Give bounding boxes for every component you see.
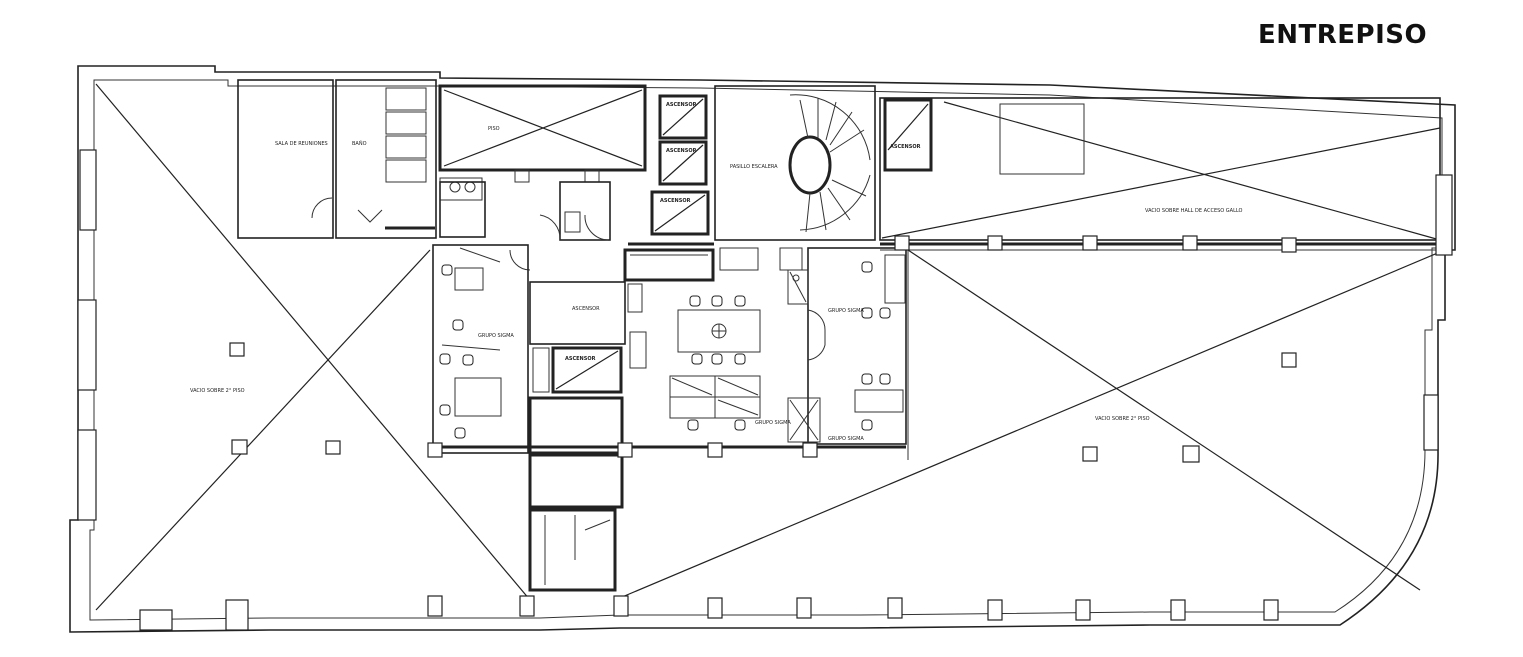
columns: [77, 149, 1453, 631]
meeting-room-label: SALA DE REUNIONES: [275, 141, 328, 147]
office-right: GRUPO SIGMA GRUPO SIGMA GRUPO SIGMA: [755, 247, 907, 445]
office-center-label: GRUPO SIGMA: [755, 420, 791, 426]
lower-core: [528, 396, 624, 592]
meeting-room: SALA DE REUNIONES: [237, 79, 334, 239]
elevator-1: ASCENSOR: [658, 94, 708, 140]
office-right-label-2: GRUPO SIGMA: [828, 436, 864, 442]
void-right-label: VACIO SOBRE 2° PISO: [1095, 416, 1150, 422]
office-left-label-1: GRUPO SIGMA: [478, 333, 514, 339]
void-hall-label: VACIO SOBRE HALL DE ACCESO GALLO: [1145, 208, 1242, 214]
void-hall: VACIO SOBRE HALL DE ACCESO GALLO: [879, 97, 1441, 251]
bathroom-label: BAÑO: [352, 140, 367, 147]
corridor: [439, 181, 715, 282]
office-center: [669, 247, 803, 431]
void-right: VACIO SOBRE 2° PISO: [614, 249, 1441, 601]
void-left-label: VACIO SOBRE 2° PISO: [190, 388, 245, 394]
elevator-3-label: ASCENSOR: [660, 198, 691, 204]
office-right-label-1: GRUPO SIGMA: [828, 308, 864, 314]
piso-label: PISO: [488, 126, 500, 132]
elevator-4-label: ASCENSOR: [890, 144, 921, 150]
outer-wall: [69, 65, 1456, 633]
core-label: ASCENSOR: [572, 306, 600, 312]
inner-wall: [89, 79, 1443, 621]
bathroom: BAÑO: [311, 79, 483, 239]
stair-hall-label: PASILLO ESCALERA: [730, 164, 778, 170]
elevator-4: ASCENSOR: [883, 98, 933, 172]
elevator-3: ASCENSOR: [650, 190, 710, 236]
elevator-1-label: ASCENSOR: [666, 102, 697, 108]
office-left: GRUPO SIGMA: [432, 244, 529, 454]
elevator-2-label: ASCENSOR: [666, 148, 697, 154]
core-rooms: ASCENSOR ASCENSOR: [529, 281, 647, 394]
stair-hall: PASILLO ESCALERA: [714, 85, 876, 241]
elevator-2: ASCENSOR: [658, 140, 708, 186]
piso-shaft: PISO: [438, 84, 647, 183]
floor-title: ENTREPISO: [1258, 20, 1428, 50]
void-left: VACIO SOBRE 2° PISO: [95, 83, 531, 611]
elevator-5-label: ASCENSOR: [565, 356, 596, 362]
